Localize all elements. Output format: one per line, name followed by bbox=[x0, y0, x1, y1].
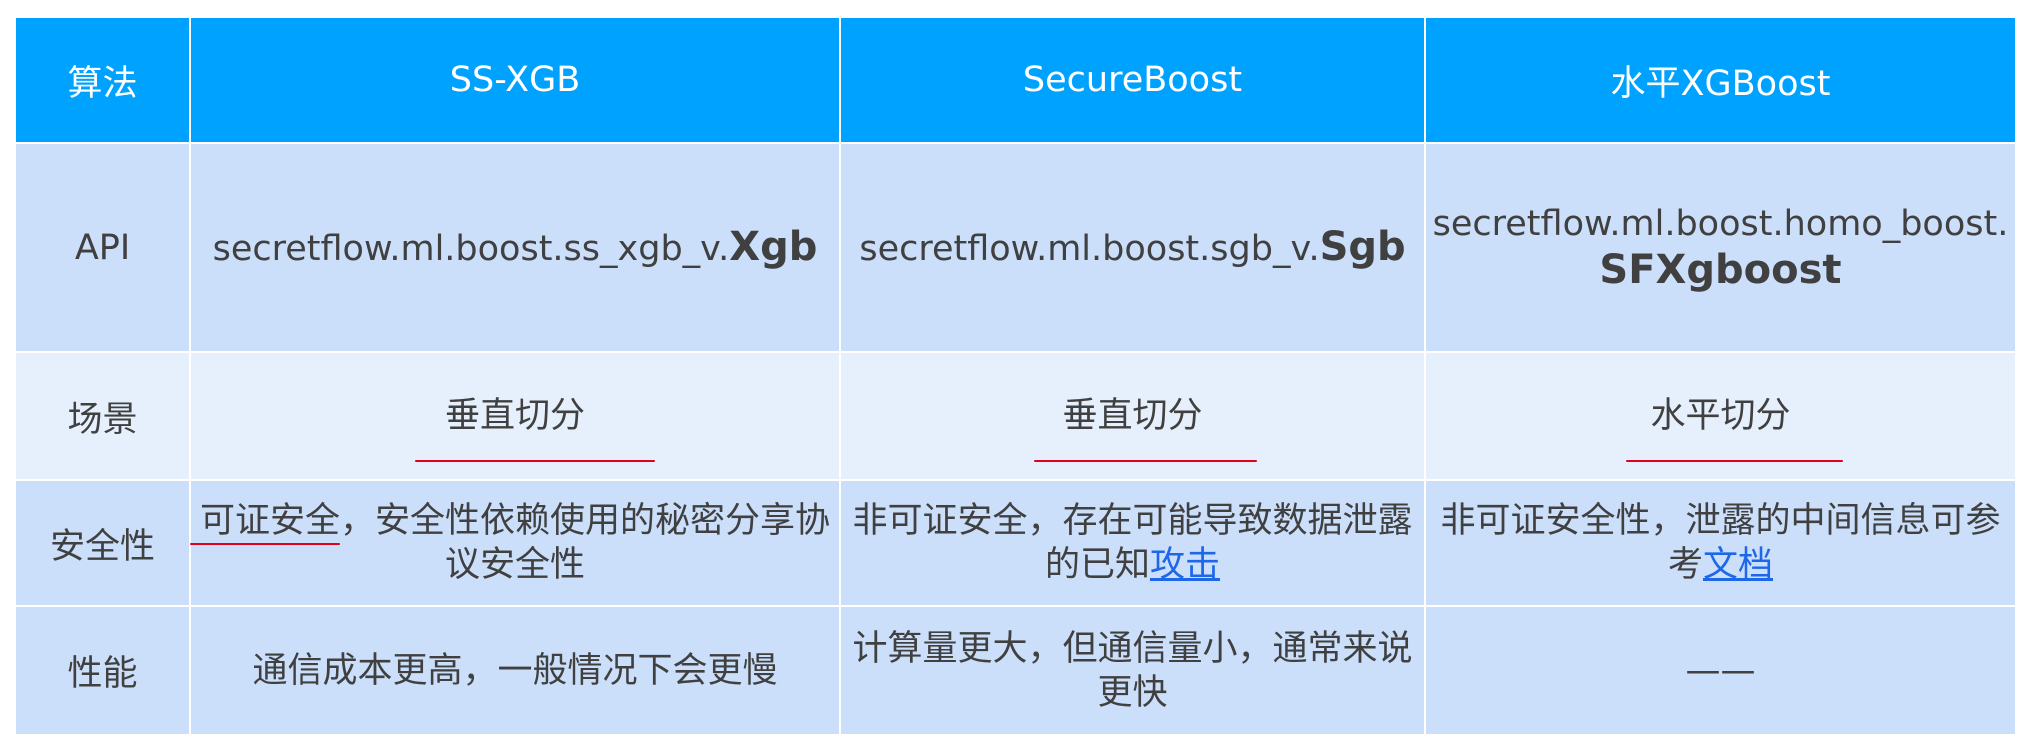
api-horizontal-class: SFXgboost bbox=[1599, 246, 1842, 293]
security-horizontal-text: 非可证安全性，泄露的中间信息可参考 bbox=[1440, 501, 2001, 585]
header-horizontal-xgboost: 水平XGBoost bbox=[1424, 16, 2017, 144]
performance-secureboost: 计算量更大，但通信量小，通常来说更快 bbox=[839, 605, 1426, 736]
performance-row: 性能 通信成本更高，一般情况下会更慢 计算量更大，但通信量小，通常来说更快 —— bbox=[14, 605, 2017, 736]
api-horizontal-prefix: secretflow.ml.boost.homo_boost. bbox=[1432, 203, 2009, 244]
security-row: 安全性 可证安全，安全性依赖使用的秘密分享协议安全性 非可证安全，存在可能导致数… bbox=[14, 479, 2017, 607]
api-row: API secretflow.ml.boost.ss_xgb_v.Xgb sec… bbox=[14, 142, 2017, 353]
comparison-table: 算法 SS-XGB SecureBoost 水平XGBoost API secr… bbox=[14, 16, 2017, 736]
scene-horizontal: 水平切分 bbox=[1424, 351, 2017, 481]
security-ss-xgb-rest: ，安全性依赖使用的秘密分享协议安全性 bbox=[340, 501, 831, 585]
api-ss-xgb: secretflow.ml.boost.ss_xgb_v.Xgb bbox=[189, 142, 841, 353]
scene-ss-xgb-text: 垂直切分 bbox=[414, 396, 656, 462]
header-row: 算法 SS-XGB SecureBoost 水平XGBoost bbox=[14, 16, 2017, 144]
scene-ss-xgb: 垂直切分 bbox=[189, 351, 841, 481]
row-label-scene: 场景 bbox=[14, 351, 191, 481]
security-ss-xgb: 可证安全，安全性依赖使用的秘密分享协议安全性 bbox=[189, 479, 841, 607]
api-horizontal: secretflow.ml.boost.homo_boost. SFXgboos… bbox=[1424, 142, 2017, 353]
scene-secureboost-text: 垂直切分 bbox=[1034, 396, 1257, 462]
scene-secureboost: 垂直切分 bbox=[839, 351, 1426, 481]
api-secureboost: secretflow.ml.boost.sgb_v.Sgb bbox=[839, 142, 1426, 353]
api-ss-xgb-class: Xgb bbox=[729, 223, 818, 270]
scene-horizontal-text: 水平切分 bbox=[1626, 396, 1843, 462]
api-secureboost-prefix: secretflow.ml.boost.sgb_v. bbox=[859, 228, 1320, 269]
row-label-security: 安全性 bbox=[14, 479, 191, 607]
security-horizontal: 非可证安全性，泄露的中间信息可参考文档 bbox=[1424, 479, 2017, 607]
row-label-performance: 性能 bbox=[14, 605, 191, 736]
security-secureboost: 非可证安全，存在可能导致数据泄露的已知攻击 bbox=[839, 479, 1426, 607]
header-ss-xgb: SS-XGB bbox=[189, 16, 841, 144]
api-secureboost-class: Sgb bbox=[1319, 223, 1406, 270]
security-secureboost-text: 非可证安全，存在可能导致数据泄露的已知 bbox=[852, 501, 1413, 585]
api-ss-xgb-prefix: secretflow.ml.boost.ss_xgb_v. bbox=[212, 228, 730, 269]
attack-link[interactable]: 攻击 bbox=[1150, 545, 1221, 585]
row-label-api: API bbox=[14, 142, 191, 353]
performance-ss-xgb: 通信成本更高，一般情况下会更慢 bbox=[189, 605, 841, 736]
security-ss-xgb-marked: 可证安全 bbox=[189, 501, 341, 545]
performance-horizontal: —— bbox=[1424, 605, 2017, 736]
docs-link[interactable]: 文档 bbox=[1703, 545, 1774, 585]
scene-row: 场景 垂直切分 垂直切分 水平切分 bbox=[14, 351, 2017, 481]
header-secureboost: SecureBoost bbox=[839, 16, 1426, 144]
header-algorithm: 算法 bbox=[14, 16, 191, 144]
